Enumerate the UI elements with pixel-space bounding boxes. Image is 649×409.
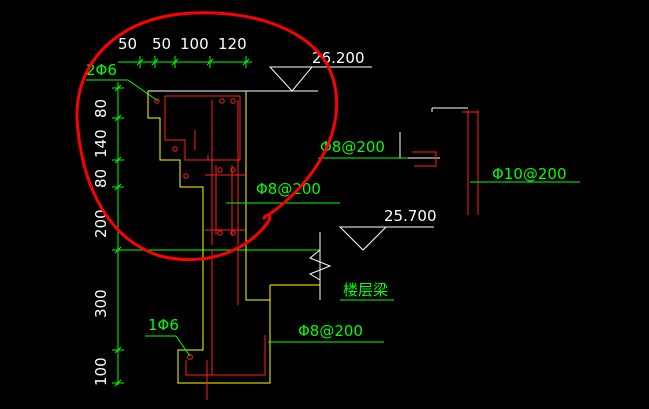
top-dim-3: 100 (180, 35, 209, 53)
rebar-dot-icon (217, 230, 223, 236)
left-dimension-chain (112, 82, 320, 387)
rebar-dot-icon (172, 146, 178, 152)
rebar-dot-icon (230, 230, 236, 236)
rebar-label-stirrup-bottom: Φ8@200 (298, 322, 363, 340)
lower-section-outline (177, 250, 320, 384)
left-dim-5: 300 (92, 289, 110, 318)
left-dim-3: 80 (92, 169, 110, 188)
rebar-label-stirrup-far-right: Φ10@200 (492, 165, 567, 183)
rebar-dot-icon (219, 98, 225, 104)
top-dim-2: 50 (152, 35, 171, 53)
rebar-label-stirrup-mid-right: Φ8@200 (320, 138, 385, 156)
elevation-middle: 25.700 (384, 207, 437, 225)
rebar-label-2phi6: 2Φ6 (86, 61, 117, 79)
rebar-label-1phi6: 1Φ6 (148, 316, 179, 334)
top-dimension-chain (118, 56, 252, 68)
break-line-icon (308, 249, 332, 281)
upper-rebar-dots (154, 98, 236, 236)
floor-beam-label: 楼层梁 (343, 281, 388, 299)
leader-2phi6-diag (127, 79, 159, 102)
right-detail-b-rebar (462, 110, 479, 215)
left-dim-2: 140 (92, 129, 110, 158)
elevation-top: 26.200 (312, 49, 365, 67)
rebar-dot-icon (217, 167, 223, 173)
left-dim-4: 200 (92, 209, 110, 238)
rebar-label-stirrup-upper: Φ8@200 (256, 180, 321, 198)
elevation-triangle-icon (338, 226, 388, 251)
rebar-dot-icon (183, 173, 189, 179)
top-dim-1: 50 (118, 35, 137, 53)
rebar-dot-icon (154, 98, 160, 104)
right-detail-a-rebar (412, 151, 437, 167)
upper-section-rebar (164, 95, 245, 245)
left-dim-1: 80 (92, 99, 110, 118)
elevation-triangle-icon (268, 66, 314, 92)
right-detail-a (399, 132, 440, 159)
left-dim-6: 100 (92, 357, 110, 386)
upper-section-outline (147, 91, 247, 250)
rebar-dot-icon (187, 354, 193, 360)
lower-section-rebar (185, 250, 266, 400)
rebar-dot-icon (230, 98, 236, 104)
rebar-dot-icon (230, 167, 236, 173)
annotation-circle (75, 11, 339, 261)
right-detail-b (431, 107, 468, 112)
top-dim-4: 120 (218, 35, 247, 53)
leader-1phi6-diag (175, 335, 191, 357)
